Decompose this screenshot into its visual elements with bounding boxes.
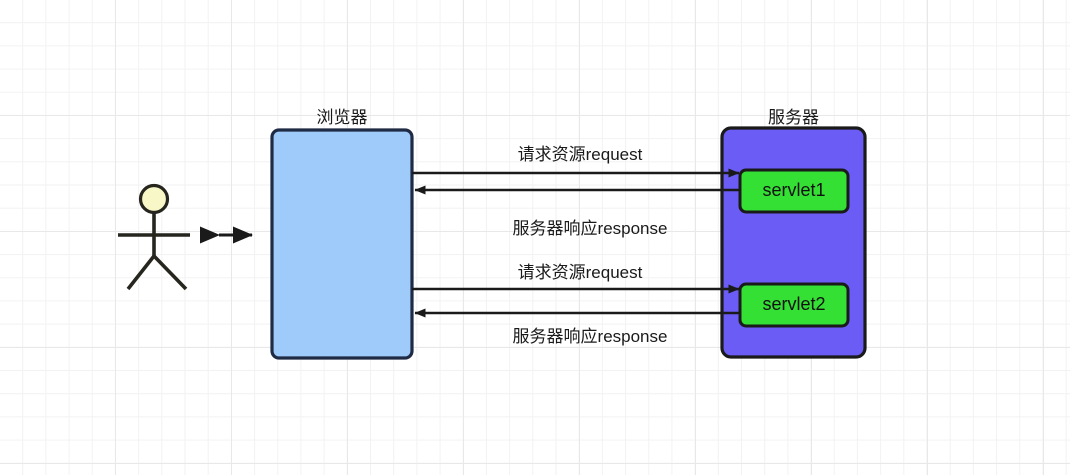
server-title: 服务器 — [768, 108, 819, 127]
request-2-label: 请求资源request — [517, 263, 643, 282]
servlet2-node[interactable] — [738, 282, 850, 328]
browser-title: 浏览器 — [316, 108, 368, 127]
browser-node[interactable] — [270, 128, 414, 360]
response-2-label: 服务器响应response — [512, 327, 668, 346]
request-1-label: 请求资源request — [517, 145, 643, 164]
user-stick-figure-icon — [118, 183, 190, 291]
servlet1-node[interactable] — [738, 168, 850, 214]
response-1-label: 服务器响应response — [512, 219, 668, 238]
servlet1-label: servlet1 — [762, 180, 826, 200]
servlet2-label: servlet2 — [762, 294, 826, 314]
